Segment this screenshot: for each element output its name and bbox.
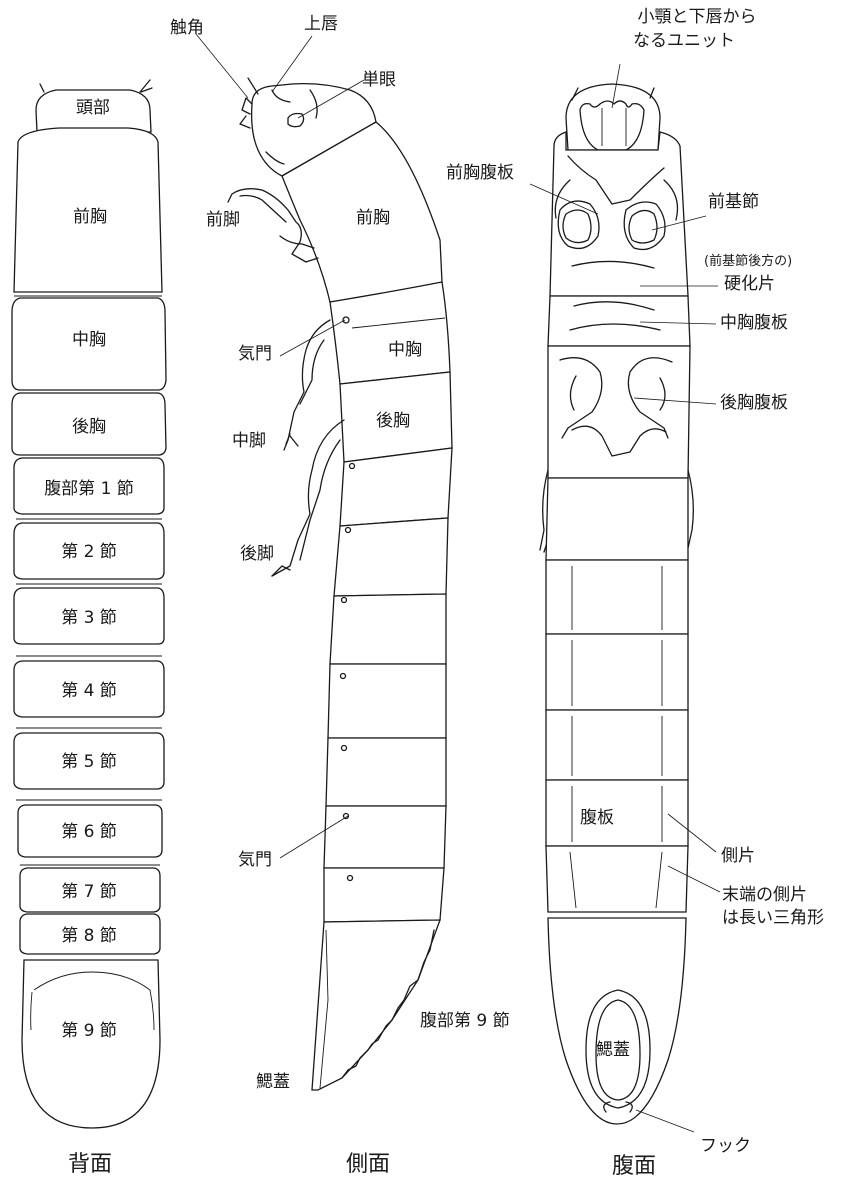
- label-maxillolabial-line1: 小顎と下唇から: [638, 7, 757, 28]
- label-maxillolabial-line2: なるユニット: [633, 31, 735, 52]
- ventral-prothorax: [550, 132, 688, 296]
- label-dorsal-prothorax: 前胸: [73, 207, 107, 228]
- label-dorsal-seg6: 第 6 節: [61, 822, 117, 843]
- dorsal-view: [12, 80, 166, 1128]
- label-sclerite: 硬化片: [724, 274, 775, 295]
- label-dorsal-mesothorax: 中胸: [72, 330, 106, 351]
- label-procoxa: 前基節: [708, 192, 759, 213]
- label-spiracle-top: 気門: [238, 344, 272, 365]
- label-laterite: 側片: [721, 846, 755, 867]
- label-dorsal-seg5: 第 5 節: [61, 752, 117, 773]
- label-dorsal-seg1: 腹部第 1 節: [44, 479, 134, 500]
- ventral-sternite-segment: [546, 780, 688, 846]
- label-head: 頭部: [76, 98, 110, 119]
- label-lateral-mesothorax: 中胸: [388, 340, 422, 361]
- label-lateral-seg9: 腹部第 9 節: [420, 1011, 510, 1032]
- lateral-view: [228, 78, 452, 1090]
- label-dorsal-seg2: 第 2 節: [61, 542, 117, 563]
- label-metasternum: 後胸腹板: [720, 393, 788, 414]
- label-prosternum: 前胸腹板: [446, 163, 514, 184]
- label-postcoxal-note: (前基節後方の): [704, 254, 792, 270]
- label-dorsal-seg8: 第 8 節: [61, 926, 117, 947]
- label-dorsal-seg7: 第 7 節: [61, 882, 117, 903]
- label-lateral-prothorax: 前胸: [356, 208, 390, 229]
- label-spiracle-bottom: 気門: [238, 850, 272, 871]
- label-ventral-gill-cover: 鰓蓋: [596, 1040, 630, 1061]
- ventral-view: [540, 84, 693, 1124]
- label-terminal-line1: 末端の側片: [722, 885, 807, 906]
- label-dorsal-seg9: 第 9 節: [61, 1021, 117, 1042]
- label-mesosternum: 中胸腹板: [720, 313, 788, 334]
- title-dorsal: 背面: [68, 1146, 112, 1178]
- ventral-mesothorax: [548, 296, 690, 346]
- label-dorsal-seg4: 第 4 節: [61, 681, 117, 702]
- dorsal-seg9: [22, 960, 160, 1128]
- label-foreleg: 前脚: [206, 210, 240, 231]
- label-hindleg: 後脚: [240, 544, 274, 565]
- ventral-metathorax: [548, 346, 690, 478]
- label-sternite: 腹板: [580, 808, 614, 829]
- label-midleg: 中脚: [232, 431, 266, 452]
- label-lateral-metathorax: 後胸: [376, 411, 410, 432]
- label-lateral-gill-cover: 鰓蓋: [256, 1072, 290, 1093]
- label-antenna: 触角: [170, 18, 204, 39]
- label-stemma: 単眼: [362, 70, 396, 91]
- title-lateral: 側面: [346, 1146, 390, 1178]
- title-ventral: 腹面: [612, 1148, 656, 1180]
- label-labrum: 上唇: [304, 14, 338, 35]
- label-dorsal-seg3: 第 3 節: [61, 608, 117, 629]
- label-terminal-line2: は長い三角形: [722, 908, 824, 929]
- label-dorsal-metathorax: 後胸: [72, 417, 106, 438]
- lateral-seg9: [312, 920, 440, 1090]
- label-hook: フック: [700, 1136, 751, 1157]
